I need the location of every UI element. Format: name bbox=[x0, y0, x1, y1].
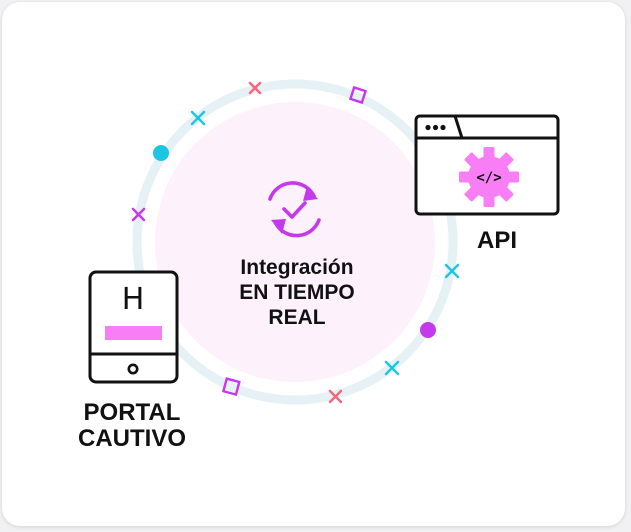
orbit-decor-x-top-left bbox=[190, 110, 206, 126]
diagram-canvas: </> H bbox=[88, 79, 560, 405]
orbit-decor-x-top bbox=[248, 81, 262, 95]
api-label: API bbox=[476, 227, 517, 254]
orbit-decor-x-left bbox=[131, 207, 146, 222]
center-title-line-3: REAL bbox=[268, 306, 326, 330]
tablet-icon: H bbox=[88, 270, 179, 384]
code-glyph: </> bbox=[476, 170, 501, 186]
orbit-decor-x-right bbox=[444, 263, 460, 279]
portal-button-bar bbox=[105, 326, 162, 340]
center-title: Integración EN TIEMPO REAL bbox=[197, 255, 397, 331]
sync-check-icon bbox=[268, 181, 321, 238]
gear-icon: </> bbox=[459, 147, 519, 207]
orbit-decor-x-bottom-right bbox=[384, 360, 400, 376]
orbit-decor-square-top bbox=[348, 85, 368, 105]
orbit-decor-square-bottom bbox=[221, 377, 241, 397]
orbit-decor-x-bottom bbox=[328, 389, 343, 404]
center-glow bbox=[155, 102, 435, 382]
center-title-line-1: Integración bbox=[240, 256, 354, 279]
device-letter: H bbox=[122, 282, 145, 317]
portal-label: PORTAL CAUTIVO bbox=[52, 399, 212, 453]
orbit-decor-dot-cyan bbox=[153, 145, 169, 161]
portal-label-line-2: CAUTIVO bbox=[78, 425, 186, 453]
portal-label-line-1: PORTAL bbox=[83, 399, 181, 426]
orbit-ring bbox=[132, 79, 458, 405]
orbit-decor-dot-purple bbox=[420, 322, 436, 338]
center-title-line-2: EN TIEMPO bbox=[239, 281, 355, 305]
diagram-card: </> H Integración EN TIEMPO REAL API POR… bbox=[2, 2, 625, 526]
